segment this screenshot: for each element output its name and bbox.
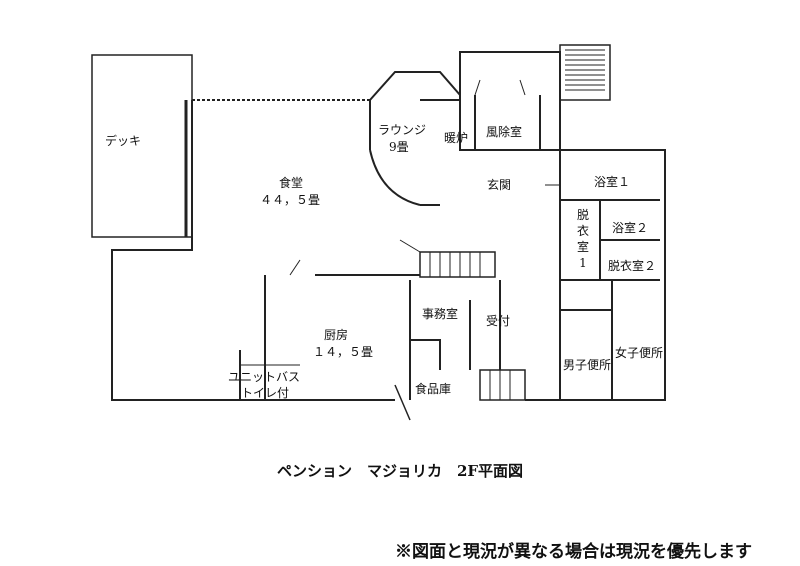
stairs-top [559,44,611,101]
disclaimer-note: ※図面と現況が異なる場合は現況を優先します [395,542,752,562]
room-lounge: ラウンジ [378,123,427,137]
room-entrance: 玄関 [487,178,512,192]
room-windbreak: 風除室 [486,125,523,139]
stairs-lower [479,369,526,401]
room-stove: 暖炉 [444,131,469,145]
outer-wall-west [111,100,395,401]
room-toilet: トイレ付 [241,386,290,400]
room-reception: 受付 [486,314,511,328]
room-dining: 食堂 [279,176,304,190]
room-kitchen-size: １４，５畳 [313,345,374,359]
room-dressing1-4: 1 [579,256,587,270]
room-bath2: 浴室２ [612,221,649,235]
plan-caption: ペンション マジョリカ 2F平面図 [276,462,524,480]
room-dressing1-1: 脱 [576,208,589,222]
room-office: 事務室 [422,307,459,321]
room-kitchen: 厨房 [324,328,349,342]
entrance-wall [460,149,561,280]
lounge-arc [369,149,421,206]
room-dressing1-2: 衣 [576,224,589,238]
room-dressing1-3: 室 [576,240,589,254]
room-unit-bath: ユニットバス [228,370,301,384]
room-dressing2: 脱衣室２ [608,259,657,273]
room-bath1: 浴室１ [594,175,631,189]
room-pantry: 食品庫 [415,382,452,396]
room-dining-size: ４４，５畳 [260,193,321,207]
stairs-middle [419,251,496,278]
room-lounge-size: 9畳 [389,140,409,154]
room-womens-wc: 女子便所 [615,346,664,360]
room-deck: デッキ [105,134,142,148]
room-mens-wc: 男子便所 [563,358,612,372]
